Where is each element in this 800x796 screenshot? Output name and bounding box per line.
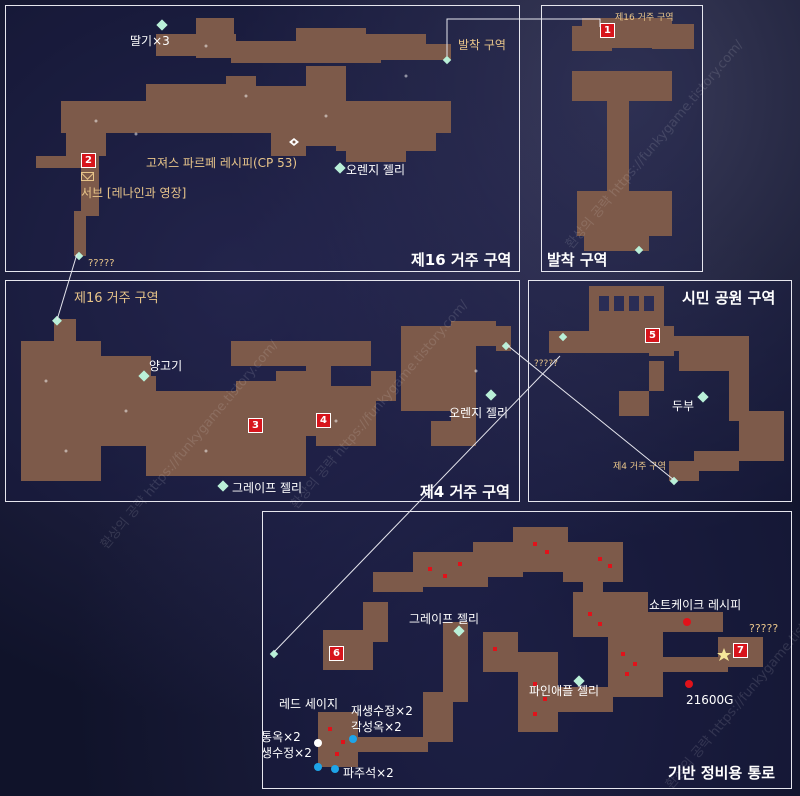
panel-citizen-park: 시민 공원 구역 5 ????? 두부 제4 거주 구역 [528, 280, 792, 502]
label-zone4-small: 제4 거주 구역 [613, 462, 666, 472]
item-diamond-icon [485, 389, 497, 401]
mail-icon [81, 172, 94, 181]
marker-6[interactable]: 6 [329, 646, 344, 661]
item-diamond-icon [334, 162, 346, 174]
marker-1[interactable]: 1 [600, 23, 615, 38]
label-gorgeous-parfait: 고져스 파르페 레시피(CP 53) [146, 156, 298, 170]
panel-title-citizen-park: 시민 공원 구역 [682, 289, 776, 307]
label-shortcake: 쇼트케이크 레시피 [649, 598, 742, 612]
chest-red-sage [314, 739, 322, 747]
label-launch-area-link: 발착 구역 [458, 38, 506, 52]
zone16-floor-map [36, 18, 452, 261]
label-regen-crystal-a: 재생수정×2 [351, 704, 413, 718]
label-pajuseok: 파주석×2 [343, 766, 394, 780]
chest-shortcake [683, 618, 691, 626]
item-diamond-icon [573, 675, 585, 687]
label-sub-quest: 서브 [레나인과 영장] [81, 186, 187, 200]
panel-title-launch: 발착 구역 [547, 251, 608, 269]
marker-3[interactable]: 3 [248, 418, 263, 433]
label-shintong: 신통옥×2 [262, 730, 301, 744]
label-pineapple-jelly: 파인애플 젤리 [529, 684, 600, 698]
label-awakening: 각성옥×2 [351, 720, 402, 734]
star-icon [717, 648, 731, 661]
label-mutton: 양고기 [149, 359, 183, 373]
panel-maintenance: 그레이프 젤리 쇼트케이크 레시피 ????? 7 6 파인애플 젤리 2160… [262, 511, 792, 789]
label-unknown-2: ????? [534, 359, 558, 369]
item-diamond-icon [269, 649, 279, 659]
marker-2[interactable]: 2 [81, 153, 96, 168]
panel-zone16: 딸기×3 발착 구역 고져스 파르페 레시피(CP 53) 오렌지 젤리 2 서… [5, 5, 520, 272]
chest-shintong-regen [314, 763, 322, 771]
chest-regen-awakening [349, 735, 357, 743]
panel-title-zone4: 제4 거주 구역 [420, 483, 510, 501]
label-orange-jelly-1: 오렌지 젤리 [346, 163, 406, 177]
item-diamond-icon [217, 480, 229, 492]
label-unknown-1: ????? [88, 258, 115, 269]
label-orange-jelly-2: 오렌지 젤리 [449, 406, 509, 420]
label-strawberry: 딸기×3 [130, 34, 170, 48]
marker-4[interactable]: 4 [316, 413, 331, 428]
item-diamond-icon [697, 391, 709, 403]
label-tofu: 두부 [672, 399, 695, 413]
marker-7[interactable]: 7 [733, 643, 748, 658]
label-unknown-3: ????? [749, 622, 779, 635]
item-diamond-icon [156, 19, 168, 31]
panel-title-maintenance: 기반 정비용 통로 [668, 764, 776, 782]
chest-21600g [685, 680, 693, 688]
label-zone16-link: 제16 거주 구역 [74, 291, 159, 306]
marker-5[interactable]: 5 [645, 328, 660, 343]
item-diamond-icon [442, 55, 452, 65]
label-zone16-small: 제16 거주 구역 [615, 13, 674, 23]
label-regen-crystal-b: 재생수정×2 [262, 746, 312, 760]
chest-pajuseok [331, 765, 339, 773]
label-grape-jelly-2: 그레이프 젤리 [409, 612, 480, 626]
panel-title-zone16: 제16 거주 구역 [411, 251, 512, 269]
label-red-sage: 레드 세이지 [279, 697, 339, 711]
eye-icon [289, 138, 299, 146]
label-21600g: 21600G [686, 693, 734, 707]
